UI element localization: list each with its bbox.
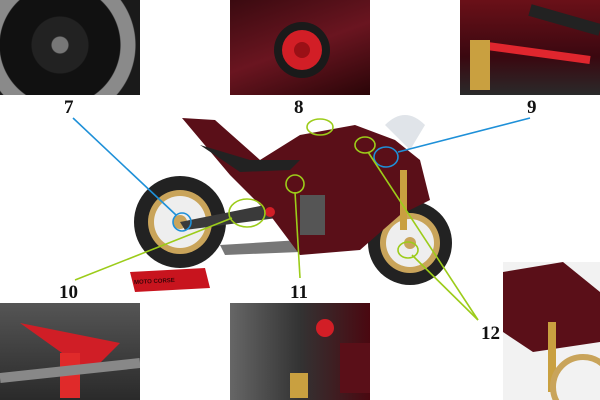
callout-number-8: 8 [294, 97, 304, 118]
callout-number-11: 11 [290, 282, 308, 303]
detail-photo-rearset [0, 303, 140, 400]
detail-photo-fuel-cap [230, 0, 370, 95]
detail-photo-brake-lever [460, 0, 600, 95]
detail-photo-rear-wheel [0, 0, 140, 95]
detail-photo-frame-plug [230, 303, 370, 400]
detail-photo-front-fairing [503, 262, 600, 400]
callout-number-7: 7 [64, 97, 74, 118]
callout-number-10: 10 [59, 282, 78, 303]
callout-number-12: 12 [481, 323, 500, 344]
callout-number-9: 9 [527, 97, 537, 118]
